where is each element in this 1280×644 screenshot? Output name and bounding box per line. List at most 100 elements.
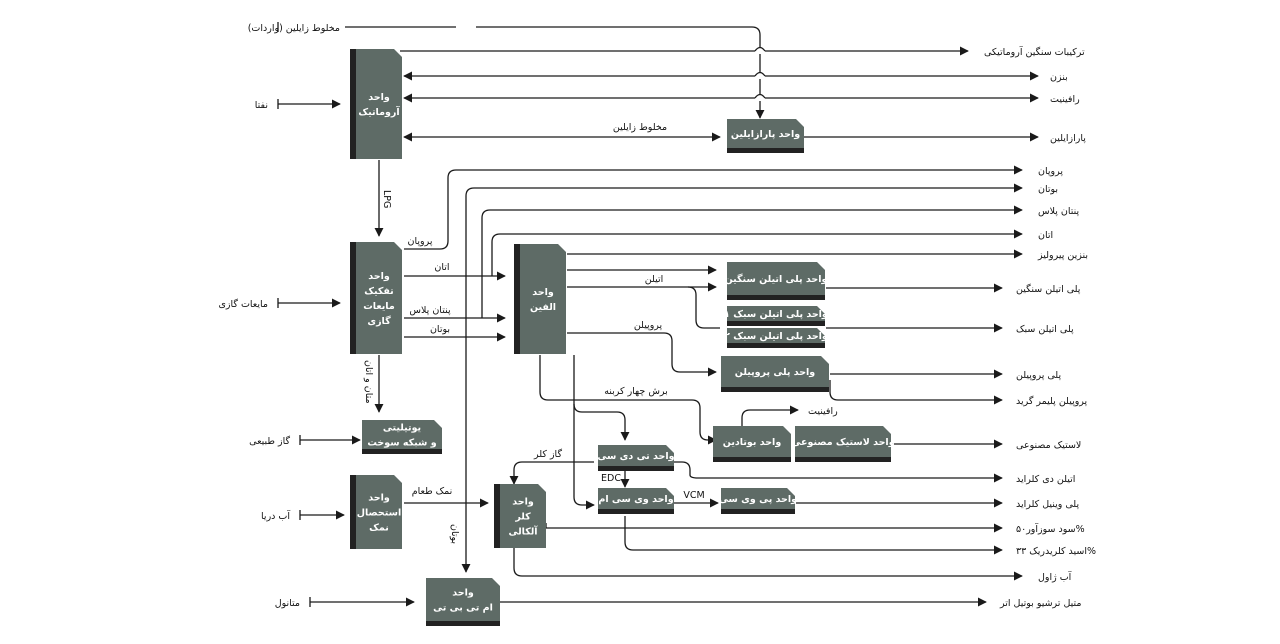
stream-label-lpg: LPG bbox=[381, 190, 392, 208]
stream-label-propane: پروپان bbox=[408, 236, 433, 247]
unit-box bbox=[362, 420, 442, 454]
flow-butane bbox=[465, 183, 1023, 337]
unit-label: کلر bbox=[514, 512, 531, 523]
output-label-raffinate: رافینیت bbox=[1050, 94, 1080, 105]
unit-salt: واحد استحصال نمک bbox=[350, 475, 402, 549]
unit-edge bbox=[721, 387, 829, 392]
unit-edge bbox=[721, 509, 795, 514]
input-label-naphtha: نفتا bbox=[255, 100, 268, 111]
stream-label-pentane-plus: پنتان پلاس bbox=[409, 305, 451, 316]
unit-edge bbox=[362, 449, 442, 454]
unit-box bbox=[598, 488, 674, 514]
unit-box bbox=[795, 426, 891, 462]
stream-label-chlorine-gas: گاز کلر bbox=[533, 448, 562, 460]
stream-label-c4-cut: برش چهار کربنه bbox=[604, 386, 668, 397]
flow-edc-out bbox=[674, 461, 1003, 483]
output-label-benzene: بنزن bbox=[1050, 72, 1068, 83]
unit-box bbox=[727, 262, 825, 300]
output-label-butane: بوتان bbox=[1038, 184, 1058, 195]
jump-arc bbox=[754, 46, 766, 52]
unit-label: واحد پلی اتیلن سبک ۱ bbox=[724, 309, 828, 320]
unit-label: یوتیلیتی bbox=[383, 423, 421, 434]
output-label-pyrolysis-gasoline: بنزین پیرولیز bbox=[1037, 250, 1088, 261]
unit-pp: واحد پلی پروپیلن bbox=[721, 356, 829, 392]
unit-label: نمک bbox=[369, 523, 389, 534]
output-label-mtbe: متیل ترشیو بوتیل اتر bbox=[999, 598, 1081, 609]
unit-edge bbox=[350, 475, 356, 549]
unit-paraxylene: واحد پارازایلین bbox=[727, 119, 804, 153]
unit-label: واحد پارازایلین bbox=[731, 129, 800, 140]
unit-label: تفکیک bbox=[364, 286, 394, 297]
unit-hdpe: واحد پلی اتیلن سنگین bbox=[725, 262, 828, 300]
unit-box bbox=[426, 578, 500, 626]
unit-label: استحصال bbox=[357, 508, 402, 519]
unit-label: آلکالی bbox=[508, 525, 538, 538]
output-label-paraxylene: پارازایلین bbox=[1050, 133, 1086, 144]
unit-edge bbox=[514, 244, 520, 354]
input-label-natural-gas: گاز طبیعی bbox=[249, 435, 290, 447]
input-label-methanol: متانول bbox=[275, 598, 300, 609]
output-label-heavy-aromatics: ترکیبات سنگین آروماتیکی bbox=[984, 45, 1085, 58]
unit-edge bbox=[350, 242, 356, 354]
unit-edge bbox=[727, 343, 825, 348]
unit-box bbox=[494, 484, 546, 548]
unit-label: مایعات bbox=[363, 301, 395, 312]
unit-label: واحد bbox=[368, 493, 390, 504]
output-label-propane: پروپان bbox=[1038, 166, 1063, 177]
flow-lines bbox=[277, 22, 1039, 607]
unit-vcm: واحد وی سی ام bbox=[598, 488, 674, 514]
stream-label-ethylene: اتیلن bbox=[645, 274, 664, 285]
stream-label-butene: بوتان bbox=[449, 524, 460, 544]
unit-label: ام تی بی تی bbox=[433, 603, 493, 614]
flow-ethylene-lldpe bbox=[687, 286, 720, 329]
unit-utility: یوتیلیتی و شبکه سوخت bbox=[362, 420, 442, 454]
output-label-heavy-water: آب ژاول bbox=[1038, 570, 1072, 583]
output-label-rubber: لاستیک مصنوعی bbox=[1016, 440, 1081, 451]
unit-label: و شبکه سوخت bbox=[367, 438, 436, 449]
stream-label-edc: EDC bbox=[601, 473, 621, 484]
output-label-hdpe: پلی اتیلن سنگین bbox=[1016, 283, 1081, 295]
flow-heavy-water bbox=[513, 548, 1023, 581]
unit-edge bbox=[350, 49, 356, 159]
stream-label-vcm: VCM bbox=[683, 490, 704, 501]
flow-ethane bbox=[491, 229, 1023, 276]
flow-pp-polymer-grade bbox=[829, 380, 1003, 405]
flow-xylene-import bbox=[345, 26, 765, 119]
unit-label: الفین bbox=[530, 302, 556, 313]
unit-label: گازی bbox=[367, 315, 391, 327]
stream-label-methane-ethane: متان و اتان bbox=[363, 360, 374, 404]
unit-edge bbox=[426, 621, 500, 626]
output-label-pp-polymer-grade: پروپیلن پلیمر گرید bbox=[1016, 395, 1088, 407]
stream-label-xylene-mix: مخلوط زایلین bbox=[613, 122, 667, 133]
unit-edge bbox=[795, 457, 891, 462]
unit-edge bbox=[598, 509, 674, 514]
unit-box bbox=[350, 49, 402, 159]
unit-label: واحد پلی اتیلن سنگین bbox=[725, 273, 828, 285]
unit-label: واحد لاستیک مصنوعی bbox=[791, 437, 894, 448]
unit-edge bbox=[727, 295, 825, 300]
output-label-pentane-plus: پنتان پلاس bbox=[1038, 206, 1080, 217]
jump-gap bbox=[755, 73, 765, 79]
unit-box bbox=[721, 488, 795, 514]
unit-label: واحد وی سی ام bbox=[598, 494, 673, 505]
output-label-hcl: اسید کلریدریک ۳۳% bbox=[1016, 546, 1096, 557]
unit-box bbox=[721, 356, 829, 392]
unit-box bbox=[350, 242, 402, 354]
unit-butadiene: واحد بوتادین bbox=[713, 426, 791, 462]
flow-ethylene-edc bbox=[573, 355, 630, 441]
unit-label: آروماتیک bbox=[358, 105, 400, 118]
unit-box bbox=[350, 475, 402, 549]
flow-chlorine-gas bbox=[509, 461, 594, 485]
unit-box bbox=[598, 445, 674, 471]
stream-label-table-salt: نمک طعام bbox=[412, 486, 453, 497]
flow-pentane-plus bbox=[481, 205, 1023, 318]
unit-box bbox=[713, 426, 791, 462]
flow-propylene bbox=[567, 332, 717, 377]
unit-label: واحد تی دی سی bbox=[597, 451, 674, 462]
stream-label-raffinate: رافینیت bbox=[808, 406, 838, 417]
jump-gap bbox=[456, 24, 476, 30]
